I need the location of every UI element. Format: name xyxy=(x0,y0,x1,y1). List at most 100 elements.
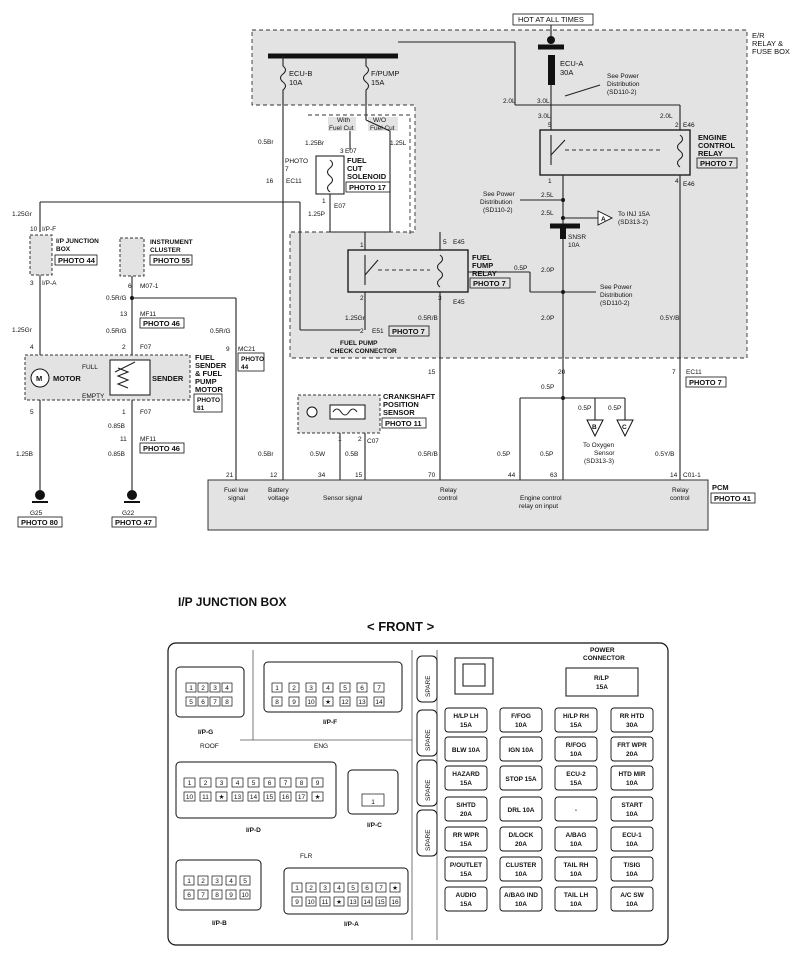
svg-text:9: 9 xyxy=(226,346,230,353)
svg-text:★: ★ xyxy=(325,698,331,706)
eng-label: ENG xyxy=(314,743,328,750)
svg-text:3: 3 xyxy=(309,685,313,692)
wire-0-5rg-b: 0.5R/G xyxy=(106,328,127,335)
svg-text:11: 11 xyxy=(202,794,209,801)
engine-control-relay xyxy=(539,129,691,176)
fuse-rating-7: 20A xyxy=(626,751,638,758)
svg-text:9: 9 xyxy=(295,899,299,906)
fuel-pump-relay-1: FUEL xyxy=(472,253,492,262)
fuel-sender-5: MOTOR xyxy=(195,385,223,394)
ipg-pin-6: 7 xyxy=(209,696,221,707)
photo-7-ec11: PHOTO 7 xyxy=(689,378,722,387)
crankshaft-1: CRANKSHAFT xyxy=(383,392,435,401)
conn-e46-b: E46 xyxy=(683,181,695,188)
svg-text:11: 11 xyxy=(322,899,329,906)
ipg-pin-3: 4 xyxy=(221,682,233,693)
ipb-pin-6: 7 xyxy=(197,889,209,900)
ipf-pin-8: 9 xyxy=(288,696,300,707)
ipa-pin-5: 6 xyxy=(361,882,373,893)
conn-ipa: I/P-A xyxy=(42,280,57,287)
ipd-pin-3: 4 xyxy=(231,777,244,788)
ipb-pin-5: 6 xyxy=(183,889,195,900)
ipa-connector xyxy=(283,867,409,915)
photo-47: PHOTO 47 xyxy=(115,518,152,527)
photo-7-left-2: 7 xyxy=(285,166,289,173)
photo-44b-2: 44 xyxy=(241,364,249,371)
wire-0-5rb-b: 0.5R/B xyxy=(418,451,438,458)
ipc-pin-0: 1 xyxy=(361,793,385,807)
ipd-pin-10: 11 xyxy=(199,791,212,802)
wire-0-5yb-a: 0.5Y/B xyxy=(660,315,680,322)
see-power-1-a: See Power xyxy=(607,73,640,80)
ipd-pin-17: ★ xyxy=(311,791,324,802)
svg-text:4: 4 xyxy=(326,685,330,692)
conn-mc21: MC21 xyxy=(238,346,256,353)
fuse-name-17: D/LOCK xyxy=(509,832,534,839)
wire-0-5b: 0.5B xyxy=(345,451,358,458)
svg-text:20: 20 xyxy=(558,369,566,376)
wire-1-25gr-b: 1.25Gr xyxy=(12,327,33,334)
pcm-label: PCM xyxy=(712,483,729,492)
ipd-pin-11: ★ xyxy=(215,791,228,802)
svg-text:4: 4 xyxy=(30,344,34,351)
wo-fuel-cut-1: W/O xyxy=(373,117,386,124)
ipd-connector xyxy=(175,761,337,819)
conn-e45: E45 xyxy=(453,239,465,246)
ipb-pin-3: 4 xyxy=(225,875,237,886)
fuse-name-14: - xyxy=(575,807,577,814)
full-label: FULL xyxy=(82,364,98,371)
roof-label: ROOF xyxy=(200,743,219,750)
fuse-name-5: IGN 10A xyxy=(508,747,534,754)
svg-text:6: 6 xyxy=(128,283,132,290)
photo-11: PHOTO 11 xyxy=(385,419,422,428)
ipb-pin-7: 8 xyxy=(211,889,223,900)
ipa-pin-10: 11 xyxy=(319,896,331,907)
crankshaft-3: SENSOR xyxy=(383,408,415,417)
svg-text:1: 1 xyxy=(371,799,375,806)
fuse-name-26: TAIL LH xyxy=(564,892,589,899)
fuel-pump-relay-3: RELAY xyxy=(472,269,497,278)
ipd-pin-16: 17 xyxy=(295,791,308,802)
svg-text:16: 16 xyxy=(282,794,290,801)
jb-title: I/P JUNCTION BOX xyxy=(178,595,286,609)
svg-text:10: 10 xyxy=(30,226,38,233)
svg-text:10: 10 xyxy=(307,699,315,706)
fuse-rating-26: 10A xyxy=(570,901,582,908)
fuel-sender-3: & FUEL xyxy=(195,369,223,378)
photo-41: PHOTO 41 xyxy=(714,494,751,503)
svg-text:3: 3 xyxy=(215,878,219,885)
rlp-rating: 15A xyxy=(596,684,608,691)
photo-7-ecr: PHOTO 7 xyxy=(700,159,733,168)
fuel-cut-solenoid-3: SOLENOID xyxy=(347,172,387,181)
svg-text:A: A xyxy=(601,216,606,223)
svg-text:9: 9 xyxy=(229,892,233,899)
conn-c07: C07 xyxy=(367,438,379,445)
wire-0-5rg-c: 0.5R/G xyxy=(210,328,231,335)
wire-2-0l-b: 2.0L xyxy=(660,113,673,120)
fuel-sender-4: PUMP xyxy=(195,377,217,386)
fuse-name-16: RR WPR xyxy=(453,832,480,839)
ipf-pin-1: 2 xyxy=(288,682,300,693)
instrument-cluster-2: CLUSTER xyxy=(150,247,181,254)
pcm-engine-2: relay on input xyxy=(519,503,558,510)
svg-text:7: 7 xyxy=(377,685,381,692)
svg-text:5: 5 xyxy=(189,699,193,706)
conn-f07-b: F07 xyxy=(140,409,152,416)
ipg-pin-0: 1 xyxy=(185,682,197,693)
svg-text:3: 3 xyxy=(30,280,34,287)
wire-0-5p-b: 0.5P xyxy=(541,384,554,391)
svg-text:2: 2 xyxy=(201,685,205,692)
photo-44-a: PHOTO 44 xyxy=(58,256,96,265)
ipb-label: I/P-B xyxy=(212,920,227,927)
photo-7-fpr: PHOTO 7 xyxy=(473,279,506,288)
svg-text:13: 13 xyxy=(234,794,242,801)
snsr-name: SNSR xyxy=(568,234,586,241)
svg-text:8: 8 xyxy=(225,699,229,706)
svg-text:6: 6 xyxy=(201,699,205,706)
fuse-name-19: ECU-1 xyxy=(622,832,642,839)
ipf-pin-10: ★ xyxy=(322,696,334,707)
wire-0-5p-e: 0.5P xyxy=(497,451,510,458)
